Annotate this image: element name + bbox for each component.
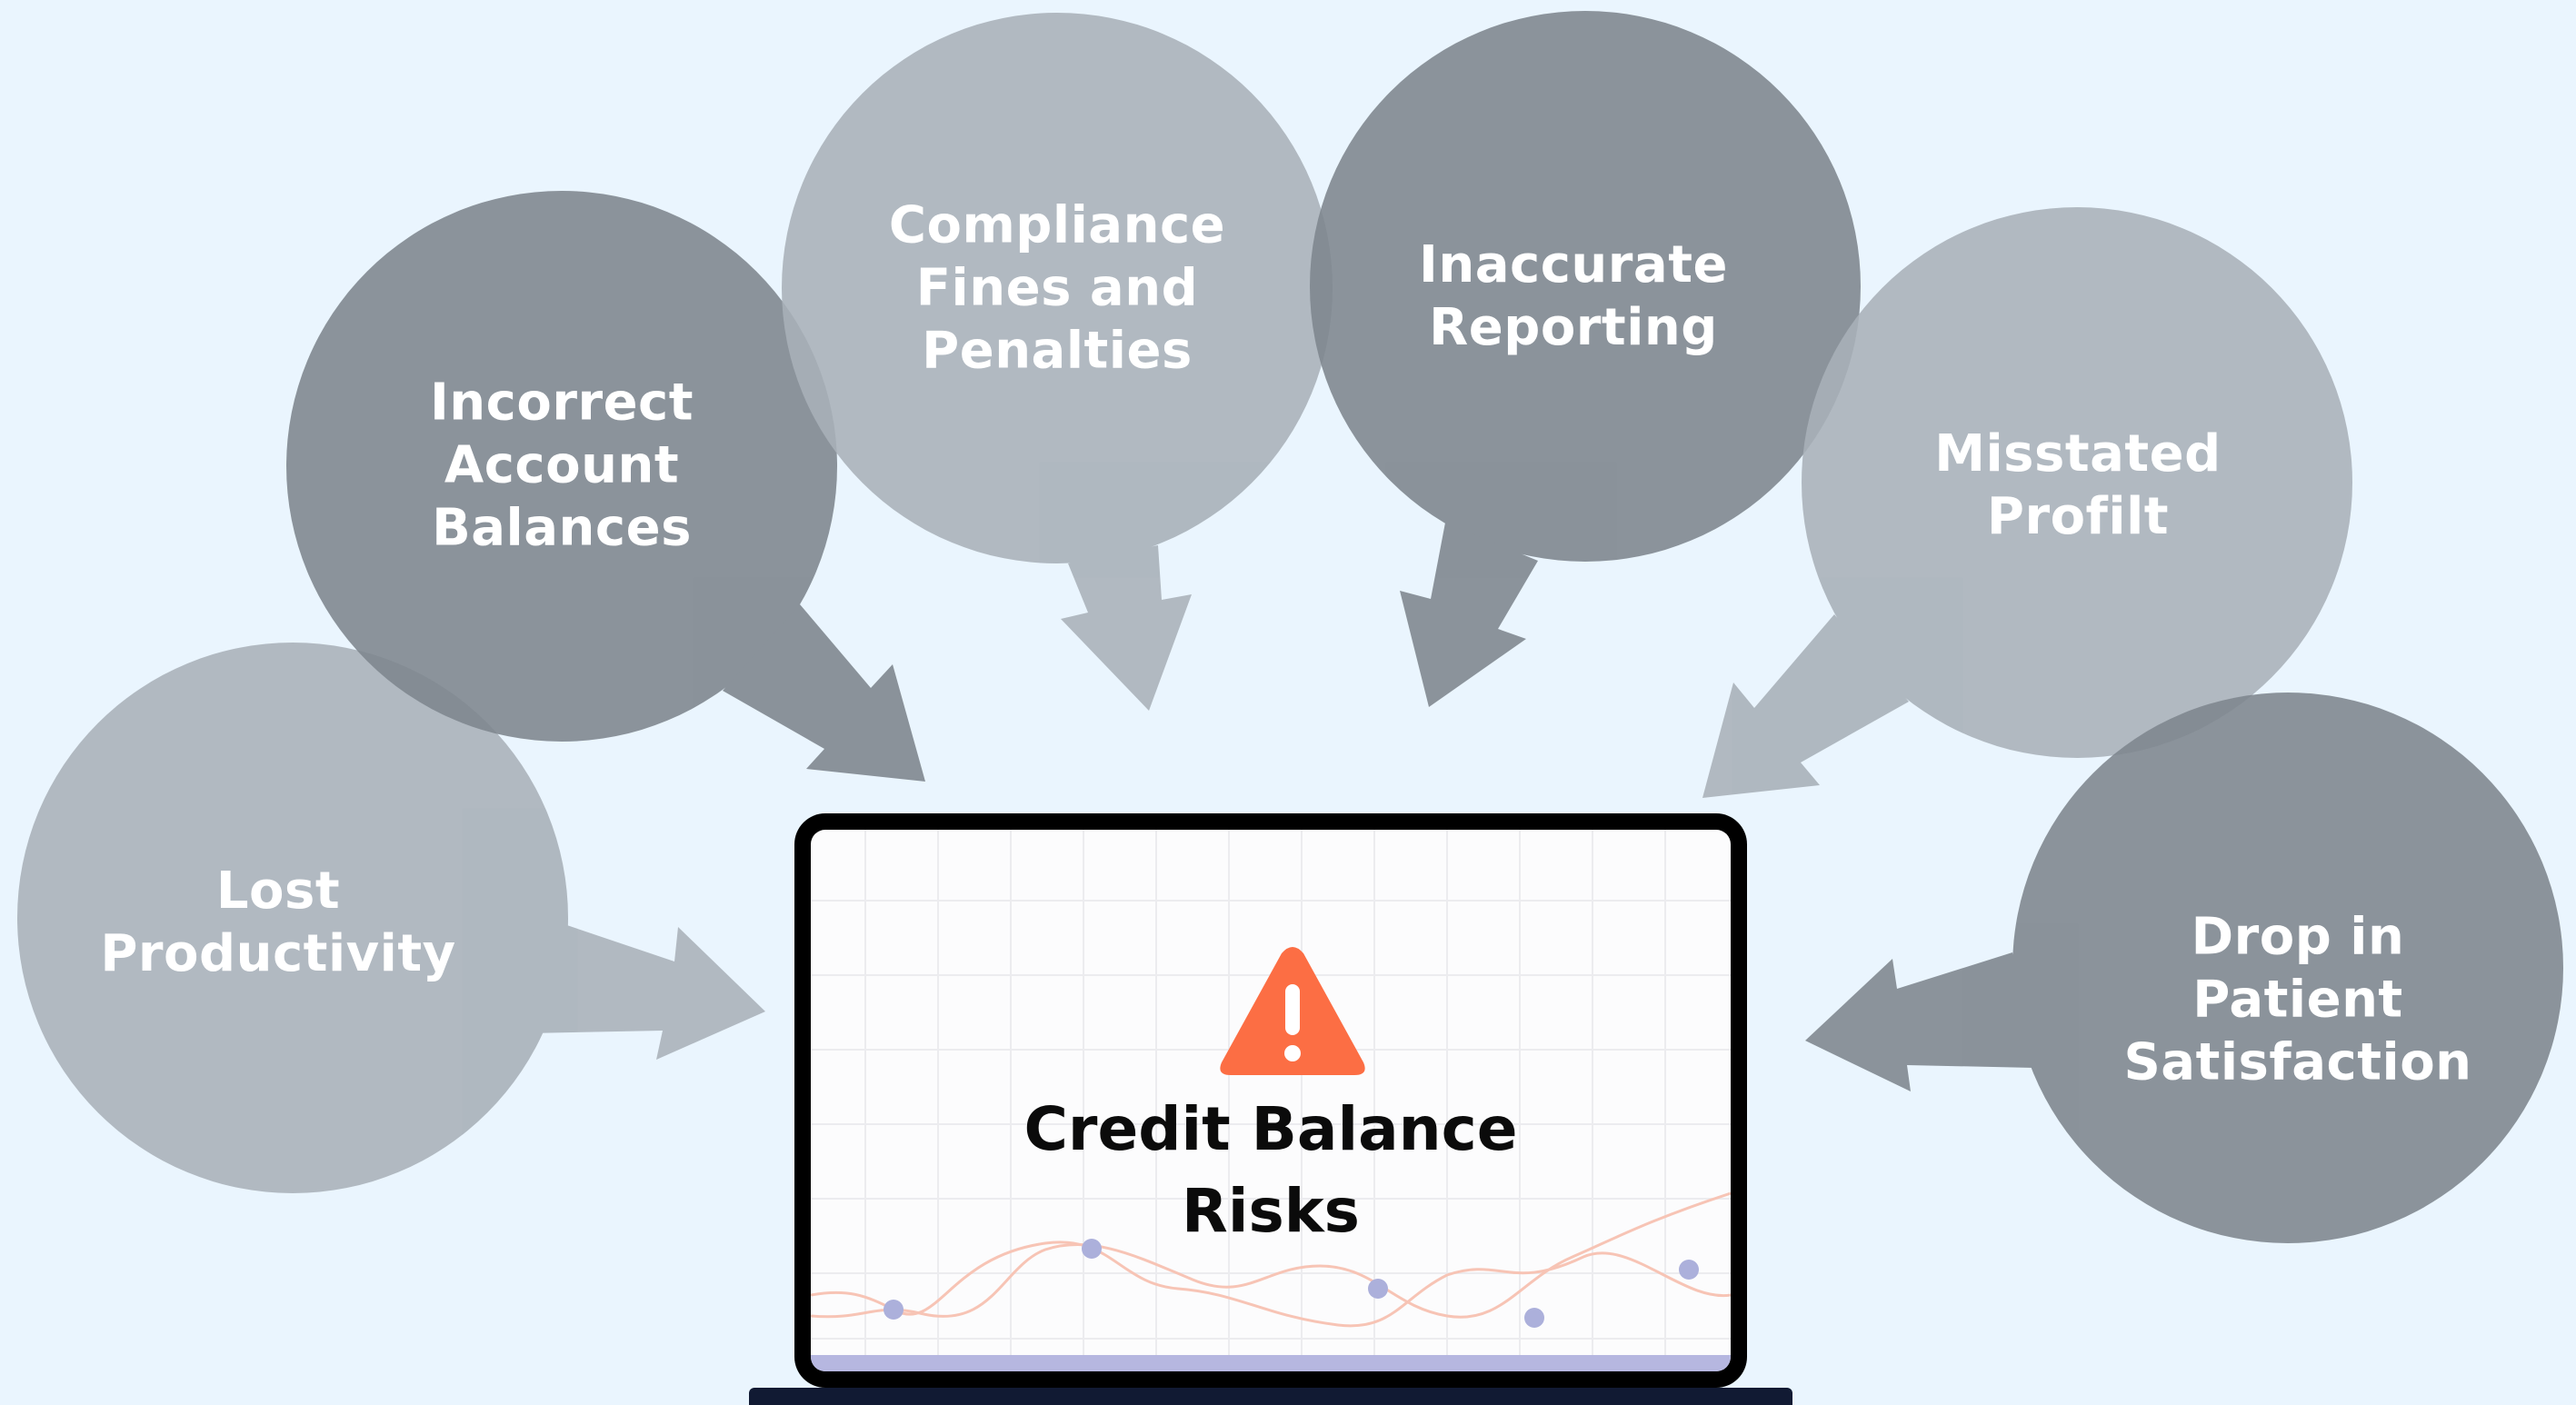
trend-dot [1679,1260,1699,1280]
laptop-base [749,1388,1792,1405]
bubble-lost-productivity [17,643,765,1193]
bubble-incorrect-account-balances [286,191,925,782]
center-title: Credit Balance Risks [1023,1094,1518,1246]
trend-line-b [811,1191,1731,1319]
bubble-label-inaccurate-reporting: Inaccurate Reporting [1419,235,1728,357]
bubble-label-lost-productivity: Lost Productivity [100,862,456,983]
bubble-label-incorrect-account-balances: Incorrect Account Balances [429,373,694,558]
trend-dot [1524,1308,1544,1328]
trend-dot [884,1300,904,1320]
bubble-drop-in-patient-satisfaction [1805,693,2563,1243]
laptop: Credit Balance Risks [794,813,1747,1388]
laptop-screen: Credit Balance Risks [811,830,1731,1371]
trend-line-a [811,1241,1731,1328]
trend-dot [1368,1279,1388,1299]
bubble-compliance-fines-penalties [782,13,1333,711]
bubble-label-drop-in-patient-satisfaction: Drop in Patient Satisfaction [2123,907,2472,1092]
warning-triangle-icon [1220,947,1365,1075]
bubble-misstated-profit [1702,207,2352,798]
bubble-label-misstated-profit: Misstated Profilt [1934,424,2222,546]
screen-baseline [811,1355,1731,1371]
bubble-label-compliance-fines-penalties: Compliance Fines and Penalties [888,195,1226,381]
bubble-inaccurate-reporting [1310,11,1861,707]
trend-dot [1082,1239,1102,1259]
